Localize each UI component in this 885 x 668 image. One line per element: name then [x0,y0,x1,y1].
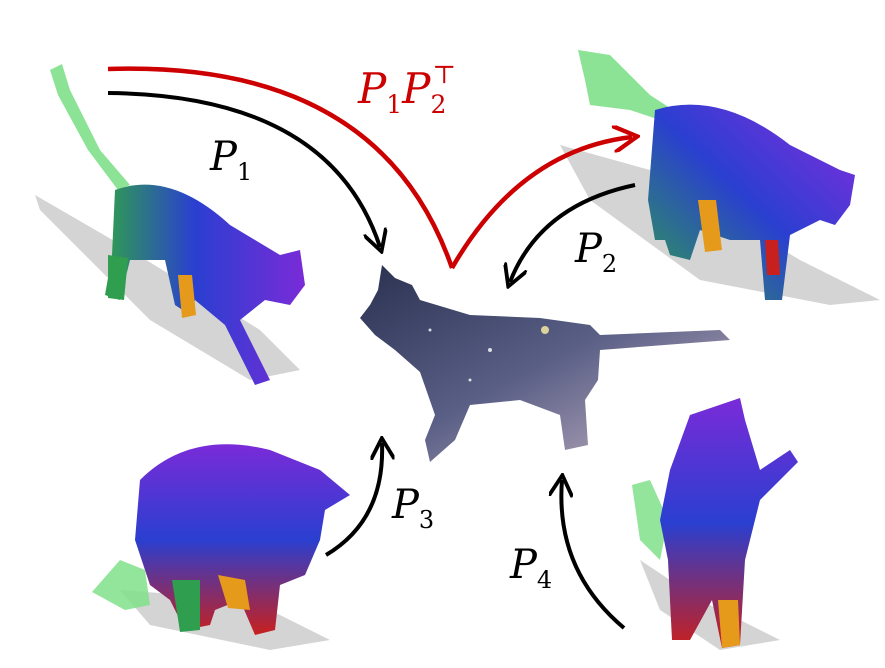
label-composite: P1P2⊤ [357,60,456,119]
galaxy-textured-cat-icon [360,265,730,462]
tail [92,560,150,610]
arrow-p4 [561,480,626,630]
mesh-cat-top-left [35,64,305,385]
tail [578,50,670,120]
shadow [640,560,780,650]
label-p3: P3 [391,482,434,534]
leg-red [765,240,780,275]
mesh-cat-bottom-right [632,398,798,650]
arrow-composite-in [107,66,455,269]
body [660,398,798,648]
leg-orange [178,275,196,318]
galaxy-star [468,378,472,382]
tail [632,480,668,560]
arrow-p3 [324,443,382,557]
galaxy-star [428,328,432,332]
leg-orange [718,600,740,648]
arrow-composite-out [450,137,632,270]
arrow-p1 [107,91,380,247]
galaxy-star [488,348,492,352]
galaxy-star [541,326,549,334]
label-p2: P2 [574,226,617,278]
mesh-cat-top-right [560,50,880,305]
leg-orange [698,200,722,252]
arrow-p2 [510,183,636,282]
label-p4: P4 [509,542,552,594]
leg-green [172,580,200,632]
mesh-cat-bottom-left [92,444,350,650]
label-p1: P1 [209,134,252,186]
leg-green [108,255,128,300]
body [105,184,305,385]
body [648,104,855,301]
galaxy-cat-body [360,265,730,462]
leg-orange [218,575,250,610]
tail [50,64,130,190]
